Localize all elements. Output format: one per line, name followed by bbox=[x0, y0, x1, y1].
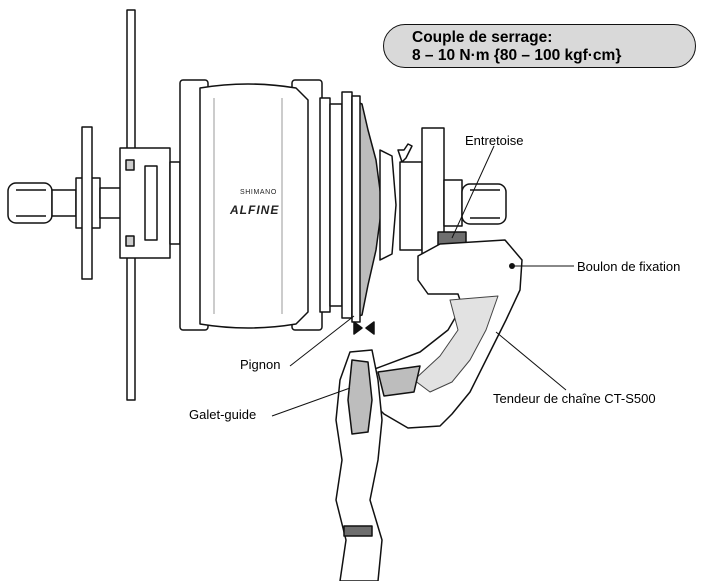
fixing-bolt bbox=[509, 263, 515, 269]
left-axle-nut bbox=[7, 177, 127, 229]
left-nut-plate bbox=[81, 126, 93, 280]
right-hub-rings bbox=[319, 91, 353, 319]
leader-entretoise bbox=[451, 145, 495, 239]
left-flange bbox=[119, 147, 181, 259]
label-galet-guide: Galet-guide bbox=[189, 407, 257, 422]
label-boulon-fixation: Boulon de fixation bbox=[577, 259, 681, 274]
torque-spec-box: Couple de serrage: 8 – 10 N·m {80 – 100 … bbox=[383, 24, 696, 68]
torque-spec-value: 8 – 10 N·m {80 – 100 kgf·cm} bbox=[412, 47, 622, 64]
label-tendeur-chaine: Tendeur de chaîne CT-S500 bbox=[493, 391, 656, 406]
leader-pignon bbox=[289, 315, 355, 367]
guide-pulley-grey bbox=[347, 359, 373, 435]
alignment-arrow-left bbox=[353, 321, 363, 335]
leader-galet bbox=[271, 387, 351, 417]
hub-brand-maker: SHIMANO bbox=[240, 189, 277, 196]
right-axle-nut bbox=[399, 127, 507, 279]
label-pignon: Pignon bbox=[240, 357, 281, 372]
label-entretoise: Entretoise bbox=[465, 133, 524, 148]
snap-ring-clip bbox=[397, 143, 413, 163]
sprocket-edge bbox=[351, 95, 361, 323]
hub-shell bbox=[199, 83, 309, 329]
leader-tendeur bbox=[495, 331, 567, 391]
hub-brand-model: ALFINE bbox=[230, 203, 280, 217]
torque-spec-title: Couple de serrage: bbox=[412, 29, 553, 46]
alignment-arrow-right bbox=[365, 321, 375, 335]
